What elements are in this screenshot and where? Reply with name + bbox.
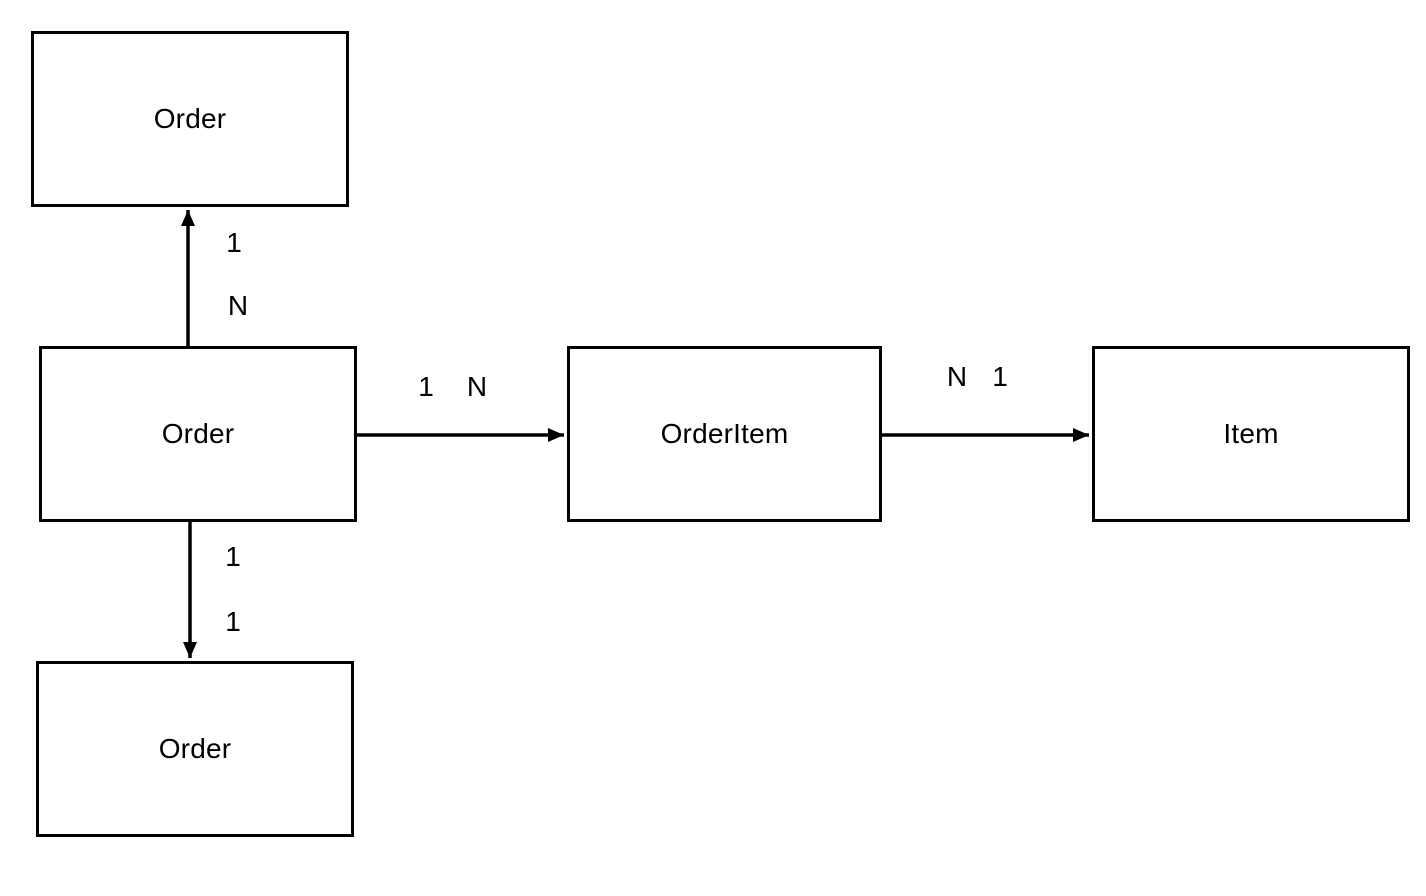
cardinality-label-orderitem-edge-target-side: N [466, 371, 488, 402]
node-item-label: Item [1223, 418, 1279, 449]
cardinality-label-item-edge-target-side: 1 [992, 361, 1008, 392]
node-order-bottom-label: Order [158, 733, 232, 764]
node-order-center-label: Order [161, 418, 235, 449]
node-orderitem[interactable]: OrderItem [567, 346, 882, 522]
node-orderitem-label: OrderItem [660, 418, 789, 449]
cardinality-label-orderitem-edge-source-side: 1 [418, 371, 434, 402]
cardinality-label-order-bottom-source-side: 1 [225, 541, 241, 572]
cardinality-label-item-edge-source-side: N [946, 361, 968, 392]
cardinality-label-order-top-side: 1 [226, 227, 242, 258]
node-order-center[interactable]: Order [39, 346, 357, 522]
cardinality-label-order-bottom-side: 1 [225, 606, 241, 637]
node-order-top[interactable]: Order [31, 31, 349, 207]
node-order-bottom[interactable]: Order [36, 661, 354, 837]
node-item[interactable]: Item [1092, 346, 1410, 522]
node-order-top-label: Order [153, 103, 227, 134]
cardinality-label-order-top-source-side: N [227, 290, 249, 321]
